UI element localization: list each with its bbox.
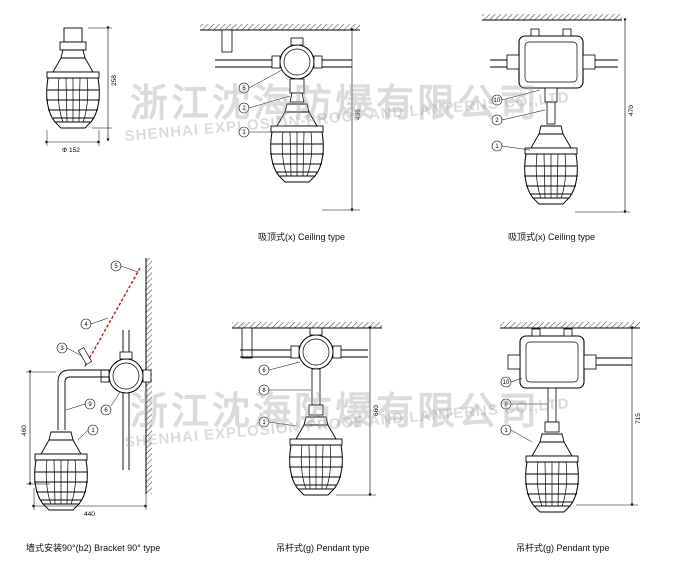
callout-bracket-1: 1 <box>91 428 95 434</box>
diagram-front-view <box>45 26 112 146</box>
caption-pendant-type-2: 吊杆式(g) Pendant type <box>516 543 610 553</box>
dim-ceiling2-height: 470 <box>628 105 635 116</box>
diagram-ceiling-type-1 <box>200 24 360 212</box>
callout-ceiling2-2: 2 <box>495 118 499 124</box>
callout-ceiling2-10: 10 <box>494 98 501 104</box>
callout-ceiling2-1: 1 <box>495 144 499 150</box>
caption-pendant-type-1: 吊杆式(g) Pendant type <box>276 543 370 553</box>
caption-ceiling-type-2: 吸顶式(x) Ceiling type <box>508 232 596 242</box>
dim-front-width: Φ 152 <box>62 147 80 154</box>
dim-front-height: 258 <box>111 75 118 86</box>
dim-pendant1-height: 660 <box>373 405 380 416</box>
caption-bracket-type: 墙式安装90°(b2) Bracket 90° type <box>26 543 161 553</box>
callout-ceiling1-6: 6 <box>242 86 246 92</box>
caption-ceiling-type-1: 吸顶式(x) Ceiling type <box>258 232 346 242</box>
callout-bracket-3: 3 <box>60 346 64 352</box>
dim-bracket-width: 440 <box>84 511 95 518</box>
callout-pendant1-6: 6 <box>262 368 266 374</box>
callout-bracket-6: 6 <box>104 408 108 414</box>
dim-ceiling1-height: 436 <box>355 109 362 120</box>
callout-bracket-5: 5 <box>114 264 118 270</box>
callout-pendant2-10: 10 <box>503 380 510 386</box>
callout-bracket-4: 4 <box>84 322 88 328</box>
diagram-bracket-90-type <box>26 258 152 511</box>
callout-bracket-9: 9 <box>88 402 92 408</box>
diagram-pendant-type-1 <box>232 322 382 497</box>
dim-bracket-height: 460 <box>21 425 28 436</box>
diagram-pendant-type-2 <box>500 322 640 513</box>
callout-pendant2-8: 8 <box>504 402 508 408</box>
dim-pendant2-height: 715 <box>635 413 642 424</box>
callout-pendant2-1: 1 <box>504 428 508 434</box>
callout-pendant1-8: 8 <box>262 388 266 394</box>
diagram-ceiling-type-2 <box>482 14 630 214</box>
callout-pendant1-1: 1 <box>262 420 266 426</box>
callout-ceiling1-1: 1 <box>242 130 246 136</box>
callout-ceiling1-2: 2 <box>242 106 246 112</box>
